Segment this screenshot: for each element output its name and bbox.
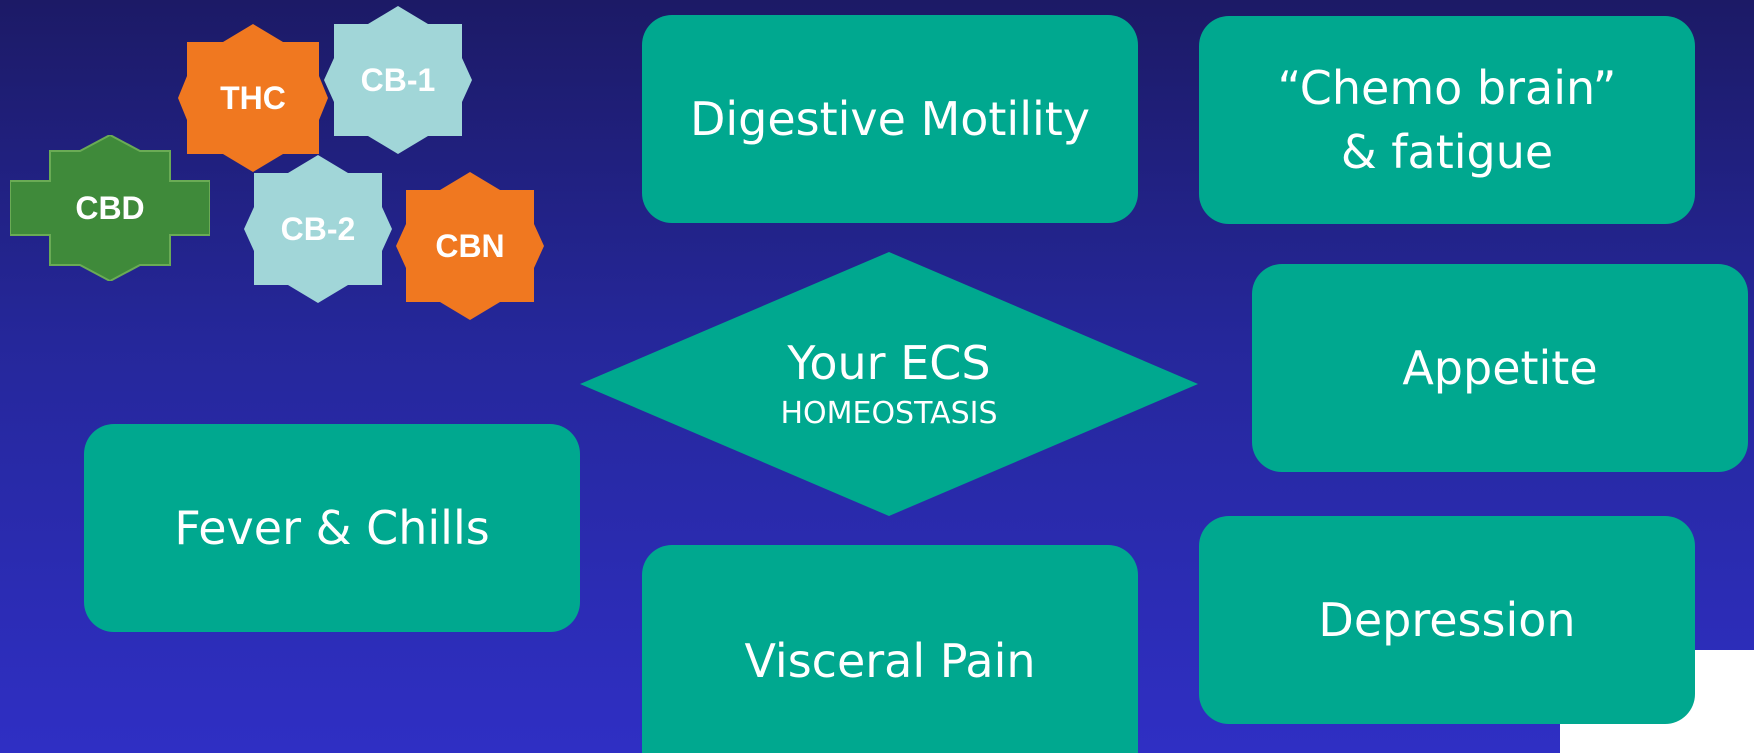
star-shape-icon — [324, 6, 472, 154]
thc-label: THC — [220, 79, 286, 116]
ecs-title: Your ECS — [787, 336, 991, 391]
cbd-badge: CBD — [10, 135, 210, 281]
card-visceral-pain: Visceral Pain — [642, 545, 1138, 753]
cb1-badge: CB-1 — [324, 6, 472, 154]
cbn-badge: CBN — [396, 172, 544, 320]
cb2-label: CB-2 — [280, 210, 356, 247]
card-fever-chills: Fever & Chills — [84, 424, 580, 632]
star-shape-icon — [396, 172, 544, 320]
ecs-diamond: Your ECS HOMEOSTASIS — [580, 252, 1198, 516]
cb1-label: CB-1 — [360, 61, 436, 98]
ecs-subtitle: HOMEOSTASIS — [780, 395, 998, 431]
star-shape-icon — [178, 24, 328, 172]
star-shape-icon — [10, 135, 210, 281]
star-shape-icon — [244, 155, 392, 303]
card-depression: Depression — [1199, 516, 1695, 724]
cbd-label: CBD — [75, 189, 145, 226]
diamond-shape-icon — [580, 252, 1198, 516]
thc-badge: THC — [178, 24, 328, 172]
card-digestive-motility: Digestive Motility — [642, 15, 1138, 223]
cbn-label: CBN — [435, 227, 505, 264]
card-chemo-brain: “Chemo brain” & fatigue — [1199, 16, 1695, 224]
card-appetite: Appetite — [1252, 264, 1748, 472]
cb2-badge: CB-2 — [244, 155, 392, 303]
